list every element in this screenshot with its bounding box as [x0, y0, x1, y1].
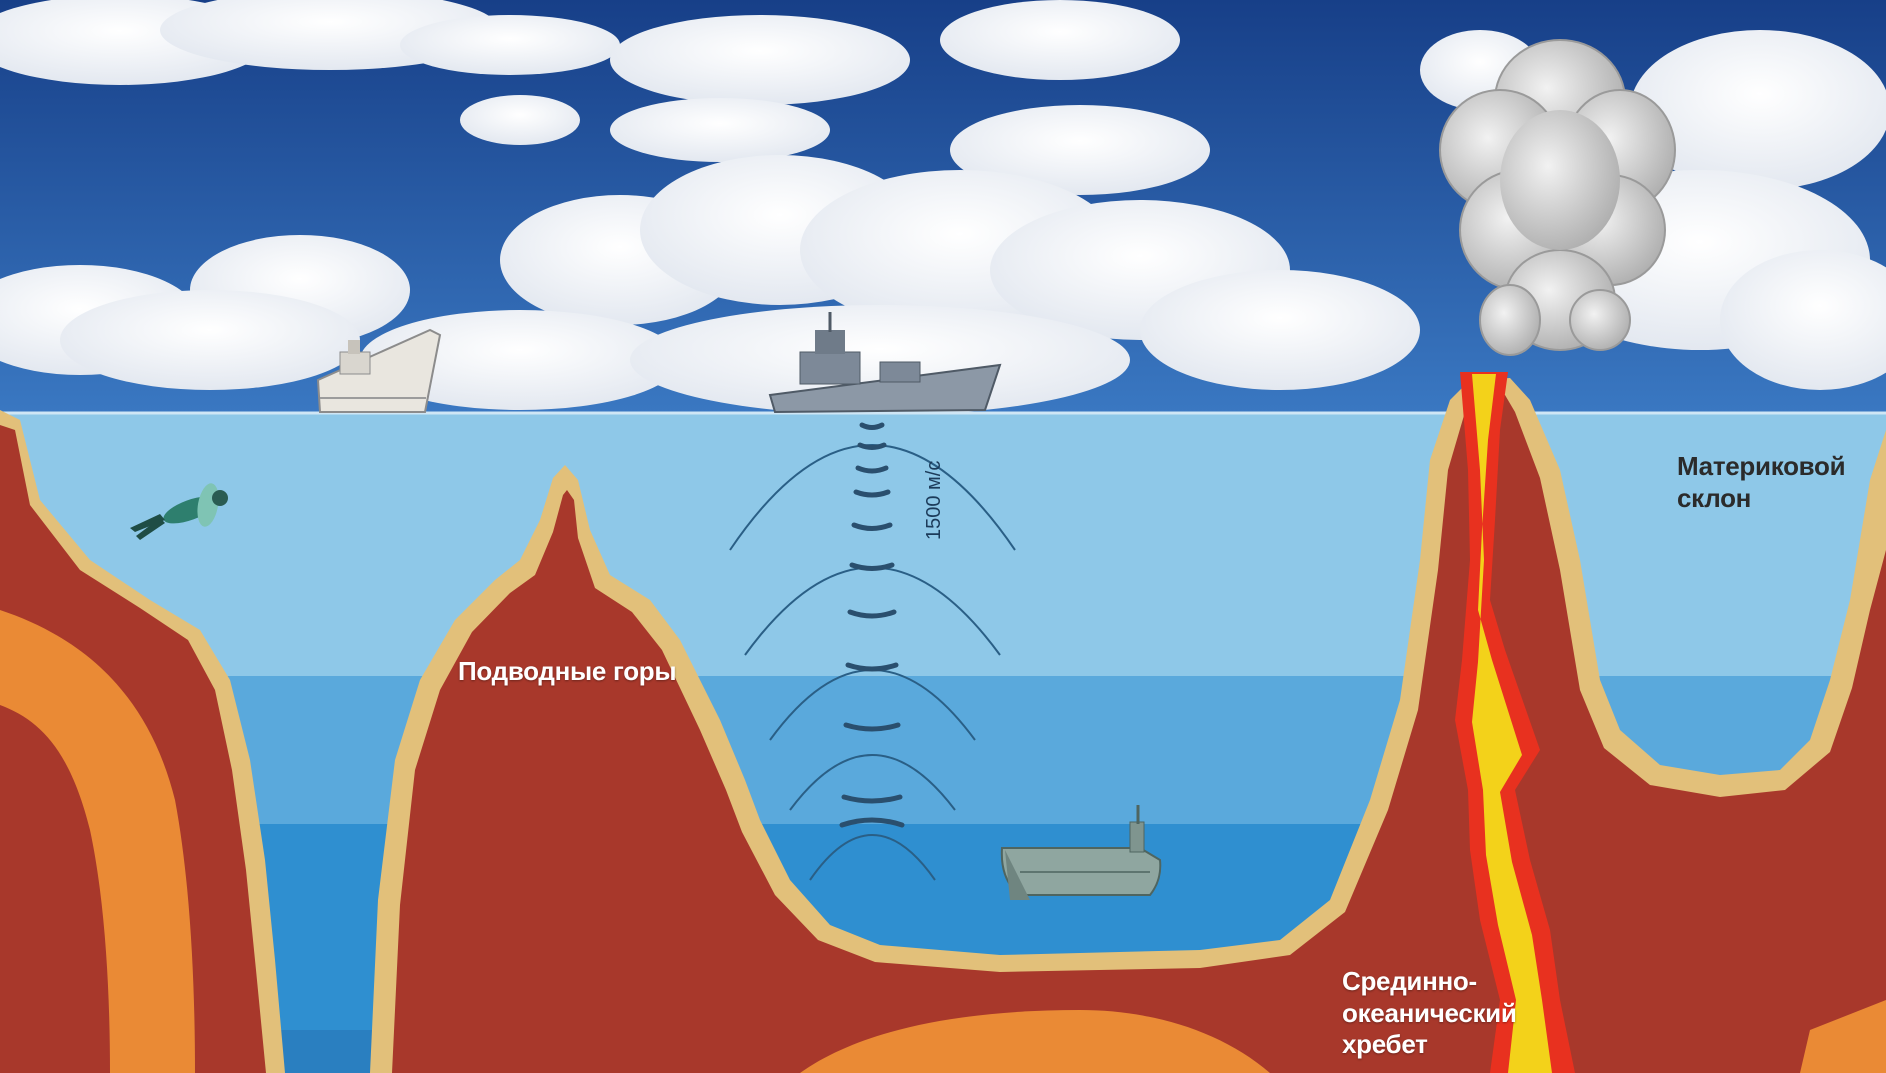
label-mid-ocean-ridge: Срединно- океанический хребет [1342, 966, 1517, 1061]
mantle-layer [800, 1010, 1270, 1073]
label-continental-slope-line1: Материковой [1677, 451, 1846, 481]
label-continental-slope-line2: склон [1677, 482, 1752, 513]
label-sound-speed: 1500 м/с [923, 460, 945, 540]
water-surface-layer [0, 413, 1886, 678]
submarine-icon [1000, 805, 1162, 900]
label-mid-ocean-ridge-line2: океанический [1342, 997, 1517, 1028]
label-seamounts: Подводные горы [458, 656, 677, 686]
warship-icon [768, 312, 1002, 414]
label-mid-ocean-ridge-line1: Срединно- [1342, 966, 1477, 996]
diver-icon [130, 483, 228, 540]
smoke-cloud-icon [1439, 39, 1676, 356]
left-continent [0, 410, 285, 1073]
clouds [0, 0, 1886, 415]
volcano-icon [1455, 372, 1575, 1073]
label-continental-slope: Материковой склон [1677, 451, 1846, 514]
ship-icon [316, 328, 442, 413]
mantle-layer-right [1800, 1000, 1886, 1073]
sonar-pulses [839, 422, 905, 828]
label-mid-ocean-ridge-line3: хребет [1342, 1029, 1428, 1060]
